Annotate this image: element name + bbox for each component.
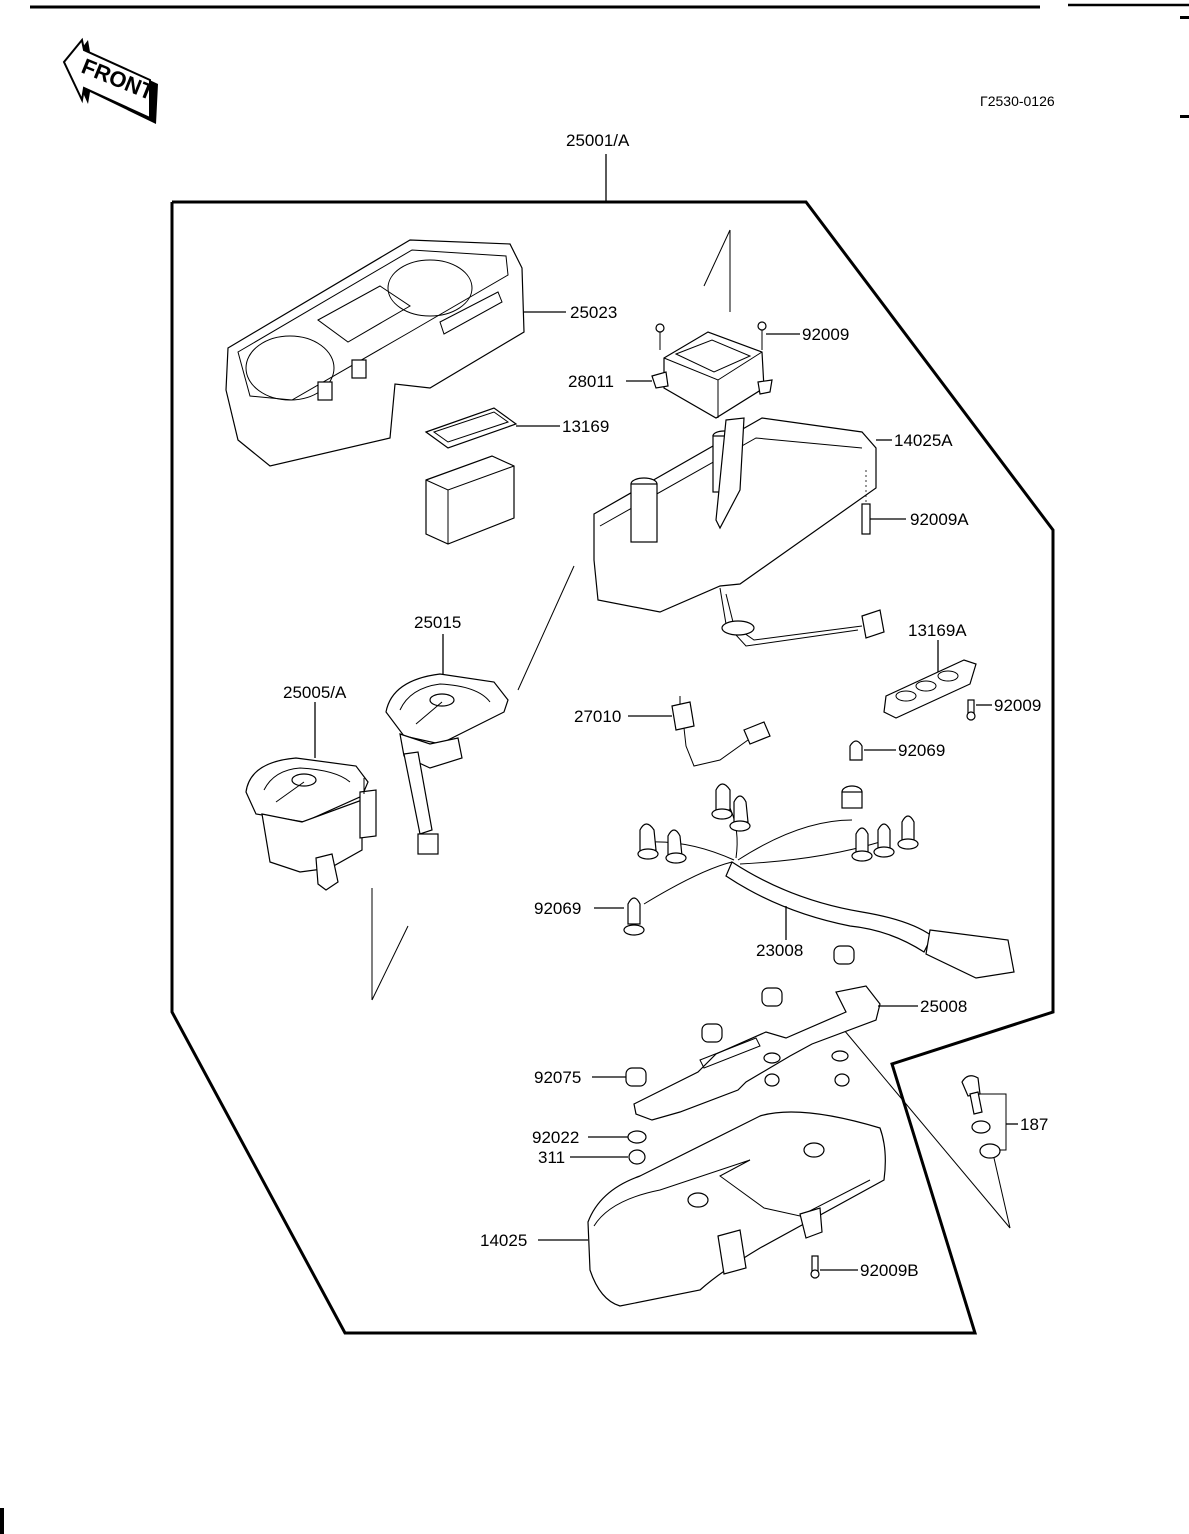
callout-14025: 14025 <box>480 1231 527 1250</box>
callout-25008: 25008 <box>920 997 967 1016</box>
callout-23008: 23008 <box>756 941 803 960</box>
callout-92075: 92075 <box>534 1068 581 1087</box>
callout-27010: 27010 <box>574 707 621 726</box>
bulb-icon <box>849 740 863 761</box>
callout-25005A: 25005/A <box>283 683 347 702</box>
control-unit-28011 <box>651 331 773 419</box>
callout-92022: 92022 <box>532 1128 579 1147</box>
callout-28011: 28011 <box>568 372 614 391</box>
tachometer-25015 <box>385 673 509 855</box>
top-rule <box>0 3 1189 1534</box>
callout-13169: 13169 <box>562 417 609 436</box>
callout-187: 187 <box>1020 1115 1048 1134</box>
callout-25001A: 25001/A <box>566 131 630 150</box>
callout-92009-top: 92009 <box>802 325 849 344</box>
callout-92009A: 92009A <box>910 510 969 529</box>
screw-icon <box>810 1255 820 1279</box>
display-unit <box>425 455 515 545</box>
bottom-cover-14025 <box>587 1111 886 1307</box>
speedometer-25005A <box>245 757 377 891</box>
assembly-boundary <box>170 154 1055 1335</box>
indicator-lens-13169A <box>883 659 977 719</box>
callout-92069-right: 92069 <box>898 741 945 760</box>
screw-icon <box>655 321 767 350</box>
washer-icon <box>627 1130 647 1144</box>
switch-27010 <box>671 696 771 767</box>
grommet-92075-icon <box>625 1067 647 1087</box>
callout-92009B: 92009B <box>860 1261 919 1280</box>
alignment-lines <box>371 229 1011 1229</box>
nut-icon <box>628 1149 646 1165</box>
wiring-harness-23008 <box>623 783 1015 979</box>
callout-13169A: 13169A <box>908 621 967 640</box>
meter-cover-25023 <box>225 239 525 467</box>
callout-25015: 25015 <box>414 613 461 632</box>
bolt-set-187 <box>961 1075 1007 1159</box>
screw-icon <box>966 699 976 721</box>
callout-311: 311 <box>538 1148 565 1167</box>
drawing-code: Γ2530-0126 <box>980 93 1055 109</box>
grommet-icon <box>701 945 855 1087</box>
meter-case-14025A <box>593 417 885 647</box>
bracket-25008 <box>633 945 881 1121</box>
callout-92009-mid: 92009 <box>994 696 1041 715</box>
lens-13169 <box>424 407 518 449</box>
callout-25023: 25023 <box>570 303 617 322</box>
bulb-socket <box>623 783 919 936</box>
callout-92069-left: 92069 <box>534 899 581 918</box>
front-arrow-icon: FRONT <box>62 37 158 124</box>
callout-14025A: 14025A <box>894 431 953 450</box>
